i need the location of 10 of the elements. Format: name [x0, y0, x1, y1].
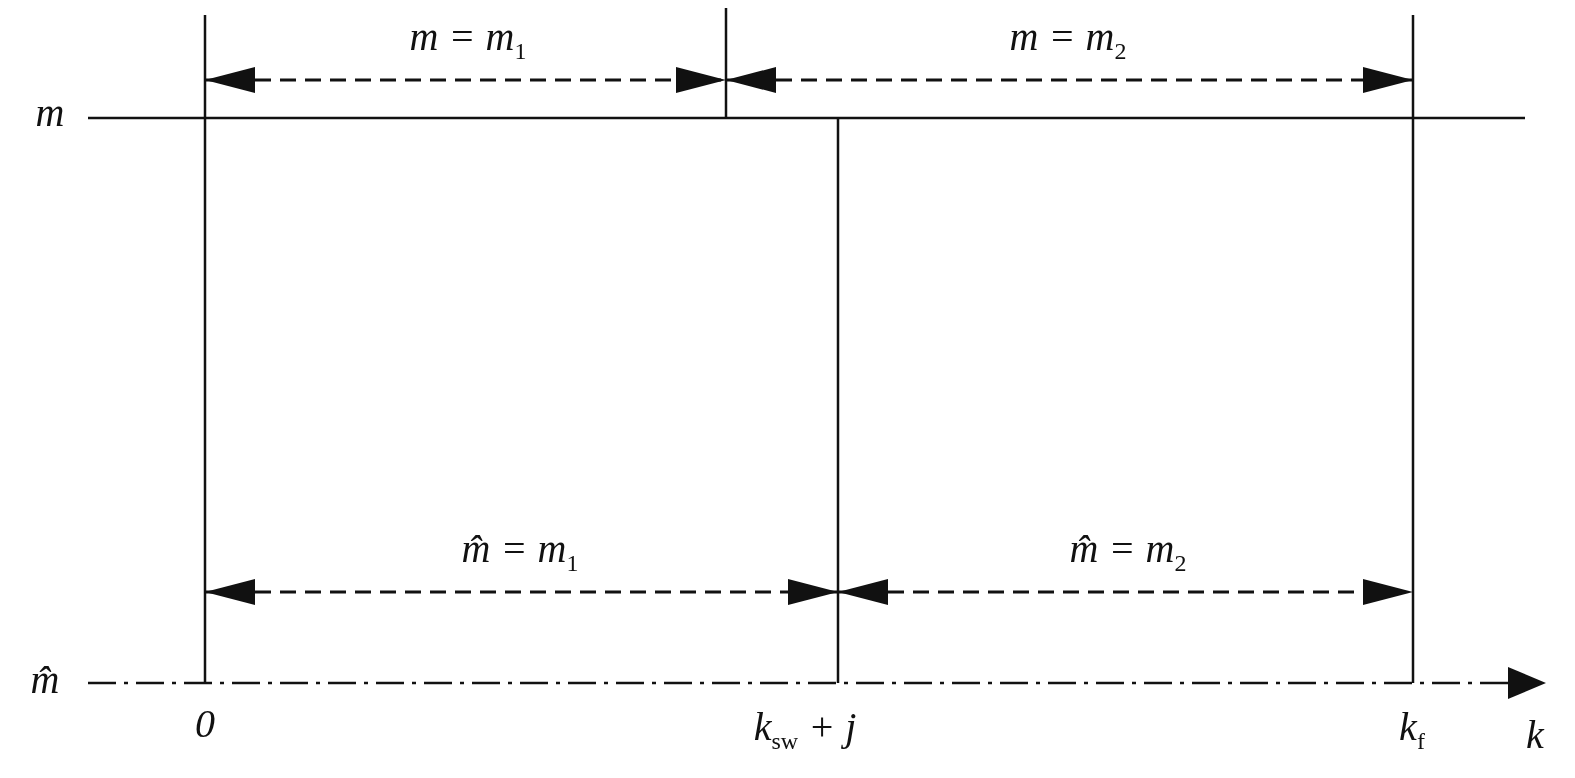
tick-label: k$_{f}$ — [1399, 707, 1425, 753]
tick-label: 0 — [195, 704, 215, 744]
axis-label: m̂ — [30, 660, 60, 700]
region-label: m̂ = m$_{1}$ — [461, 529, 579, 575]
axis-label: k — [1526, 715, 1544, 755]
tick-label: k$_{sw}$ + j — [753, 707, 857, 753]
axis-label: m — [35, 93, 65, 133]
region-label: m = m$_{2}$ — [1009, 17, 1127, 63]
region-label: m = m$_{1}$ — [409, 17, 527, 63]
region-label: m̂ = m$_{2}$ — [1069, 529, 1187, 575]
